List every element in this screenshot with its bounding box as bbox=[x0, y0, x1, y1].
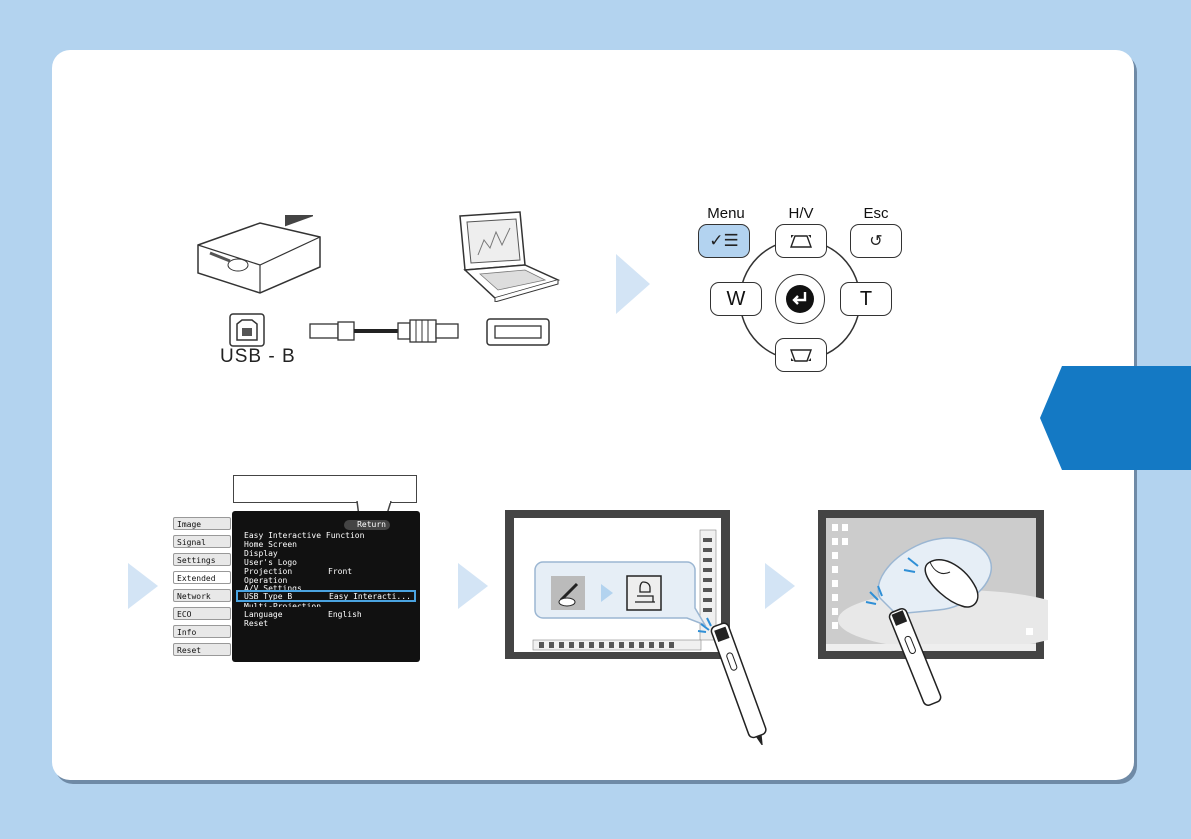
desktop-mouse-scene bbox=[818, 510, 1048, 706]
menu-panel: Return Easy Interactive Function Home Sc… bbox=[232, 511, 420, 662]
step-arrow-4 bbox=[765, 563, 795, 609]
menu-tab-network[interactable]: Network bbox=[173, 589, 231, 602]
side-tab bbox=[1040, 366, 1191, 470]
projector-menu: Image Signal Settings Extended Network E… bbox=[170, 509, 420, 662]
callout-box bbox=[233, 475, 417, 503]
t-label: T bbox=[859, 287, 873, 310]
keystone-top-icon bbox=[790, 235, 812, 248]
menu-item-operation[interactable]: Operation bbox=[244, 576, 288, 585]
menu-item-multi-projection[interactable]: Multi-Projection bbox=[244, 602, 322, 607]
esc-label: Esc bbox=[863, 205, 889, 222]
menu-tab-eco[interactable]: ECO bbox=[173, 607, 231, 620]
projector-icon bbox=[197, 215, 321, 294]
menu-tab-reset[interactable]: Reset bbox=[173, 643, 231, 656]
esc-button[interactable]: ↺ bbox=[850, 224, 902, 258]
menu-list-icon: ✓☰ bbox=[709, 231, 739, 250]
w-label: W bbox=[726, 287, 746, 310]
menu-tab-image[interactable]: Image bbox=[173, 517, 231, 530]
w-zoom-button[interactable]: W bbox=[710, 282, 762, 316]
keystone-bottom-icon bbox=[790, 349, 812, 362]
menu-item-users-logo[interactable]: User's Logo bbox=[244, 558, 297, 567]
menu-button[interactable]: ✓☰ bbox=[698, 224, 750, 258]
menu-item-display[interactable]: Display bbox=[244, 549, 278, 558]
enter-button[interactable] bbox=[775, 274, 825, 324]
laptop-icon bbox=[459, 211, 561, 302]
usb-b-label: USB - B bbox=[220, 346, 296, 367]
keystone-bottom-button[interactable] bbox=[775, 338, 827, 372]
t-zoom-button[interactable]: T bbox=[840, 282, 892, 316]
menu-item-usb-type-b[interactable]: USB Type B bbox=[244, 592, 293, 601]
hv-label: H/V bbox=[788, 205, 814, 222]
interactive-screen-scene bbox=[505, 510, 767, 745]
hv-keystone-button[interactable] bbox=[775, 224, 827, 258]
step-arrow-3 bbox=[458, 563, 488, 609]
menu-label: Menu bbox=[707, 205, 745, 222]
back-icon: ↺ bbox=[869, 233, 883, 250]
step-arrow-1 bbox=[616, 254, 650, 314]
menu-tab-info[interactable]: Info bbox=[173, 625, 231, 638]
menu-item-reset[interactable]: Reset bbox=[244, 619, 269, 628]
menu-tab-settings[interactable]: Settings bbox=[173, 553, 231, 566]
enter-icon bbox=[786, 285, 814, 313]
menu-item-projection[interactable]: Projection bbox=[244, 567, 293, 576]
menu-item-language[interactable]: Language bbox=[244, 610, 283, 619]
menu-tabs: Image Signal Settings Extended Network E… bbox=[170, 509, 232, 662]
usb-b-port-icon bbox=[229, 313, 265, 347]
menu-value-language: English bbox=[328, 610, 362, 619]
selected-row-highlight bbox=[236, 590, 416, 602]
menu-tab-signal[interactable]: Signal bbox=[173, 535, 231, 548]
menu-value-usb-type-b: Easy Interacti... bbox=[329, 592, 411, 601]
return-button[interactable]: Return bbox=[344, 520, 390, 530]
menu-item-easy-interactive[interactable]: Easy Interactive Function bbox=[244, 531, 365, 540]
menu-value-projection: Front bbox=[328, 567, 353, 576]
usb-cable-icon bbox=[309, 319, 459, 343]
step-arrow-2 bbox=[128, 563, 158, 609]
usb-a-port-icon bbox=[486, 318, 550, 346]
menu-item-av-settings[interactable]: A/V Settings bbox=[244, 584, 302, 590]
menu-item-home-screen[interactable]: Home Screen bbox=[244, 540, 297, 549]
menu-tab-extended[interactable]: Extended bbox=[173, 571, 231, 584]
